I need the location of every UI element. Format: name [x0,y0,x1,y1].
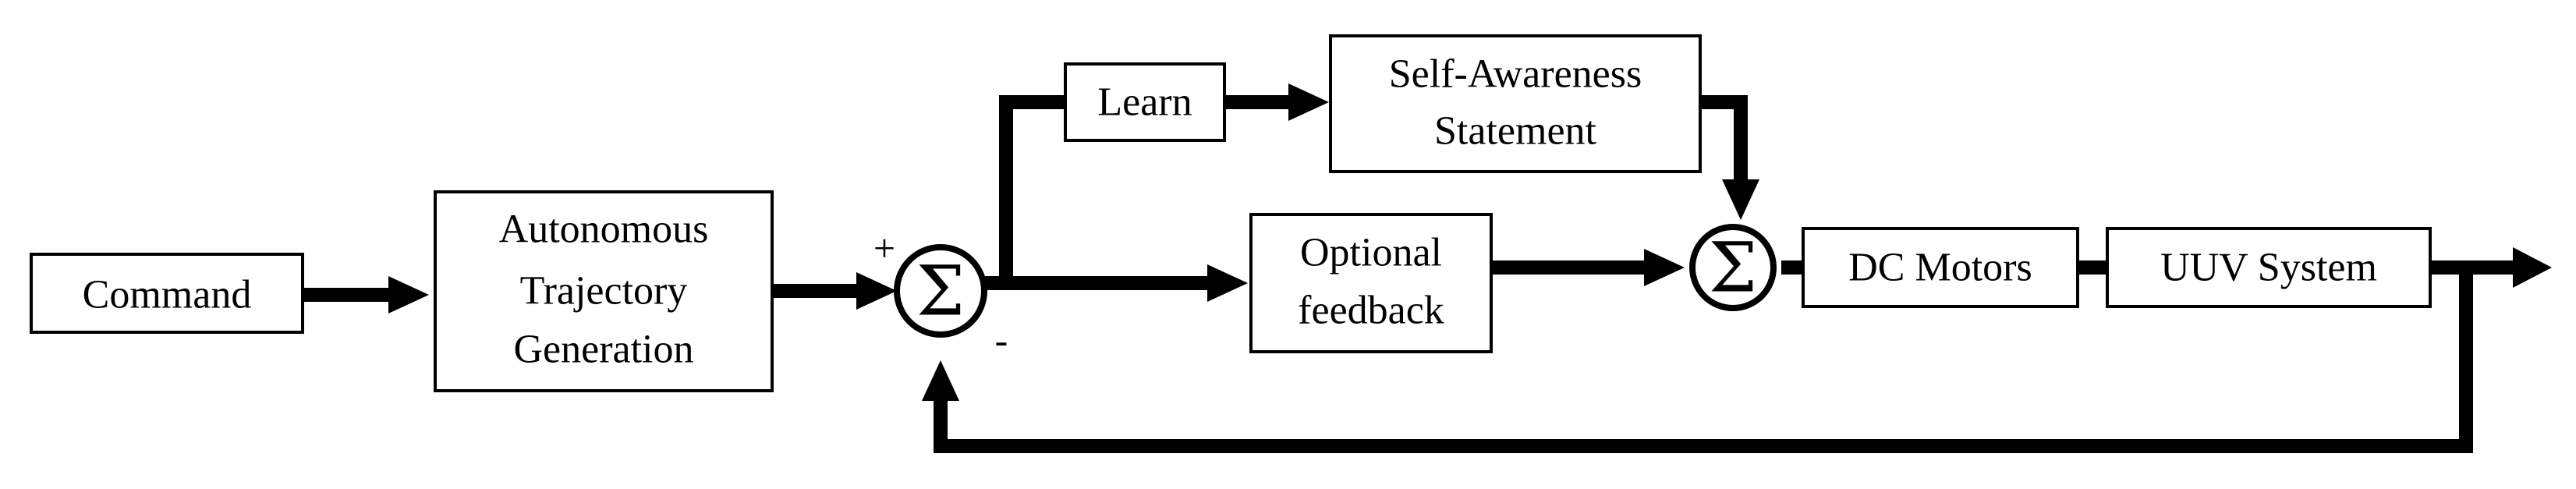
uuv-system-label: UUV System [2160,246,2377,290]
arrow-head-output [2513,247,2552,288]
wire-feedback-loop [934,268,2473,453]
arrow-head-self-awareness [1288,83,1329,121]
summing-junction-1: Σ + - [873,226,1008,362]
wire-self-awareness-to-sum2 [1700,95,1748,179]
trajectory-label-line-3: Generation [513,328,693,372]
wire-branch-to-learn [999,95,1065,283]
learn-label: Learn [1097,80,1192,125]
dc-motors-label: DC Motors [1848,246,2032,290]
arrow-head-optional-feedback [1207,264,1248,302]
block-autonomous-trajectory-generation: Autonomous Trajectory Generation [434,190,774,392]
command-label: Command [83,273,252,317]
connections [303,83,2552,453]
block-dc-motors: DC Motors [1802,227,2079,308]
trajectory-label-line-2: Trajectory [520,269,688,314]
self-awareness-label-line-1: Self-Awareness [1389,52,1642,97]
arrow-head-sum2-top [1722,179,1759,220]
trajectory-label-line-1: Autonomous [499,207,709,252]
arrow-head-trajectory [388,276,429,314]
optional-feedback-label-line-1: Optional [1300,231,1442,275]
sum1-plus-sign: + [873,226,895,270]
block-learn: Learn [1064,62,1226,142]
arrow-head-sum2-left [1644,249,1685,286]
block-uuv-system: UUV System [2106,227,2432,308]
block-optional-feedback: Optional feedback [1249,213,1493,353]
arrow-head-sum1-bottom [922,360,959,401]
block-self-awareness-statement: Self-Awareness Statement [1329,34,1702,173]
arrow-head-sum1-left [856,272,897,310]
block-command: Command [30,253,304,334]
sum2-sigma: Σ [1709,228,1757,308]
sum1-sigma: Σ [916,251,965,331]
sum1-minus-sign: - [995,318,1008,362]
self-awareness-label-line-2: Statement [1434,109,1597,154]
summing-junction-2: Σ [1689,224,1777,311]
optional-feedback-label-line-2: feedback [1298,289,1444,333]
